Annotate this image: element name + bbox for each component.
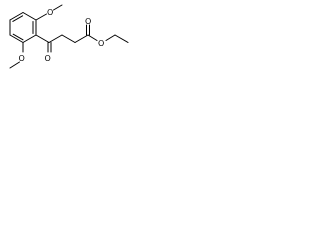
bond-ring-carbonyl bbox=[35, 34, 50, 43]
atom-o-methoxy-top: O bbox=[47, 8, 53, 17]
ring-bond-2 bbox=[9, 12, 24, 21]
atom-o-ester-ether: O bbox=[98, 39, 104, 48]
ring-bond-5 bbox=[22, 34, 37, 43]
bond-ester-c-o bbox=[87, 34, 98, 41]
ring-bond-4 bbox=[9, 34, 24, 43]
bond-o-ch3-bottom bbox=[9, 61, 20, 69]
ring-double-bond-1 bbox=[12, 15, 24, 22]
chemical-structure: O O O O O bbox=[9, 4, 129, 69]
methoxy-group-bottom: O bbox=[9, 42, 25, 69]
bond-ch2-ch3 bbox=[114, 34, 129, 43]
bond-ring-o-top bbox=[35, 13, 47, 21]
ring-bond-1 bbox=[22, 12, 37, 21]
methoxy-group-top: O bbox=[35, 4, 63, 21]
ester-group: O O bbox=[85, 17, 129, 48]
bond-chain-3 bbox=[74, 34, 89, 43]
benzene-ring bbox=[9, 12, 37, 43]
bond-chain-2 bbox=[61, 34, 76, 43]
bond-o-ch3-top bbox=[53, 4, 63, 11]
atom-o-ester-carbonyl: O bbox=[85, 17, 91, 26]
alkyl-chain bbox=[48, 34, 89, 43]
bond-chain-1 bbox=[48, 34, 63, 43]
atom-o-methoxy-bottom: O bbox=[19, 54, 25, 63]
ring-double-bond-2 bbox=[12, 33, 24, 41]
ketone-group: O bbox=[35, 34, 52, 63]
atom-o-ketone: O bbox=[45, 54, 51, 63]
bond-o-ch2 bbox=[105, 34, 116, 41]
